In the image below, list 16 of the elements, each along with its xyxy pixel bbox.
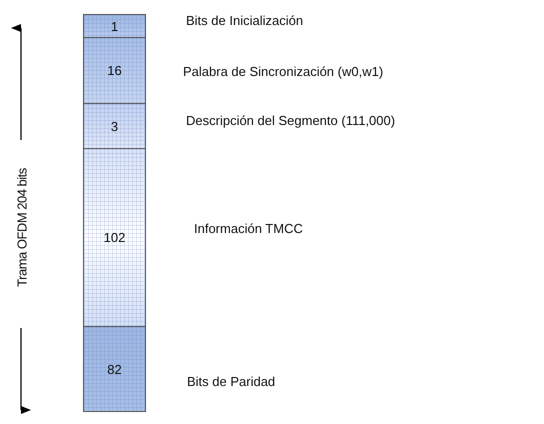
frame-segment <box>83 326 146 412</box>
frame-segment <box>83 14 146 38</box>
bit-count: 3 <box>110 118 118 134</box>
bit-count: 1 <box>110 18 118 34</box>
frame-segment <box>83 148 146 327</box>
bit-count: 82 <box>107 362 122 376</box>
frame-segment <box>83 103 146 149</box>
frame-segment <box>83 37 146 104</box>
bit-count: 16 <box>107 63 122 78</box>
segment-description: Información TMCC <box>194 221 303 236</box>
segment-description: Bits de Inicialización <box>186 13 304 28</box>
dimension-label: Trama OFDM 204 bits <box>14 167 30 289</box>
segment-description: Bits de Paridad <box>187 374 276 389</box>
segment-description: Descripción del Segmento (111,000) <box>186 113 396 128</box>
bit-count: 102 <box>104 230 126 245</box>
segment-description: Palabra de Sincronización (w0,w1) <box>183 64 384 79</box>
